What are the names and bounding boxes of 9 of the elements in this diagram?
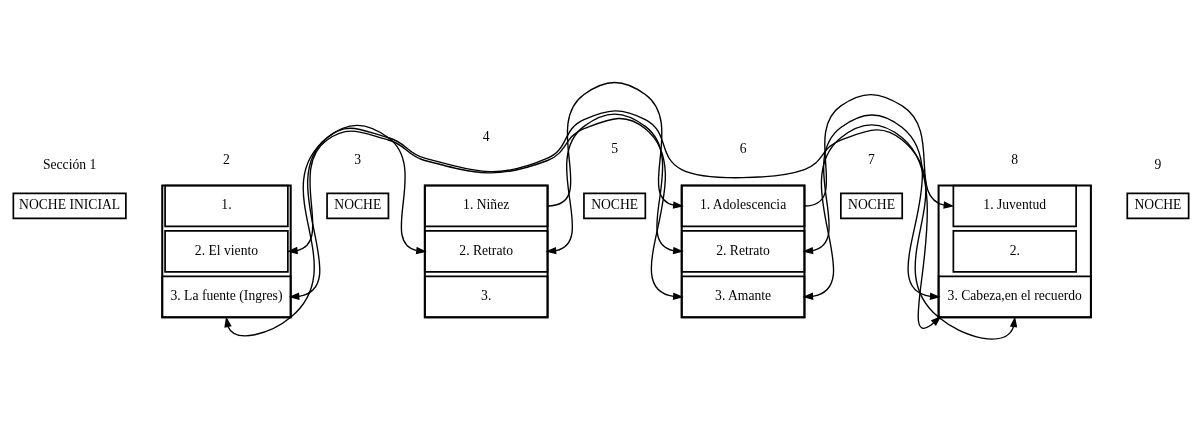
label: 7: [868, 152, 875, 168]
label: 5: [611, 140, 619, 156]
label: 8: [1011, 152, 1019, 168]
label: 3: [354, 152, 362, 168]
label: Sección 1: [42, 156, 97, 172]
label: 4: [482, 129, 490, 145]
label: 6: [739, 140, 747, 156]
label: 2: [223, 152, 230, 168]
label: 9: [1154, 156, 1162, 172]
